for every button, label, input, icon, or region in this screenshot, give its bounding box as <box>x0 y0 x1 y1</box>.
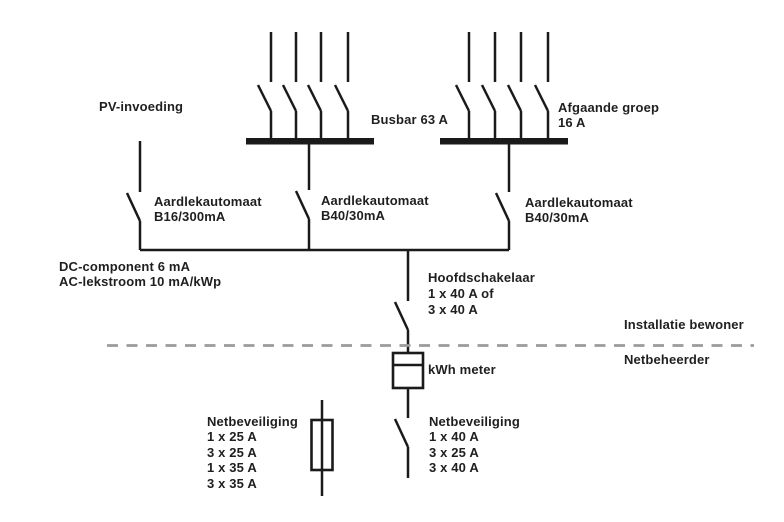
feeder-breaker-icon <box>333 32 350 139</box>
main-switch-label: Hoofdschakelaar 1 x 40 A of 3 x 40 A <box>428 270 536 317</box>
rcbo-right-symbol <box>494 144 511 250</box>
rcbo-pv-label: Aardlekautomaat B16/300mA <box>154 194 262 225</box>
feeder-breaker-icon <box>533 32 550 139</box>
feeder-breaker-icon <box>281 32 298 139</box>
grid-fuse-symbol <box>310 400 334 496</box>
rcbo-pv-symbol <box>125 141 142 250</box>
grid-fuse-label: Netbeveiliging 1 x 25 A 3 x 25 A 1 x 35 … <box>207 414 298 491</box>
main-switch-symbol <box>393 250 410 353</box>
feeder-breaker-icon <box>306 32 323 139</box>
pv-feed-label: PV-invoeding <box>99 99 184 114</box>
rcbo-mid-symbol <box>294 144 311 250</box>
feeder-breaker-icon <box>454 32 471 139</box>
feeder-breaker-icon <box>480 32 497 139</box>
feeder-breaker-icon <box>506 32 523 139</box>
outgoing-group-label: Afgaande groep 16 A <box>558 100 660 131</box>
kwh-meter-symbol <box>391 351 425 390</box>
grid-breaker-symbol <box>393 388 410 478</box>
feeder-breaker-icon <box>256 32 273 139</box>
grid-breaker-label: Netbeveiliging 1 x 40 A 3 x 25 A 3 x 40 … <box>429 414 520 476</box>
kwh-meter-label: kWh meter <box>428 362 496 377</box>
busbar-right-group <box>440 32 568 145</box>
busbar-left-bar <box>246 138 374 145</box>
busbar-left-group <box>246 32 374 145</box>
rcbo-right-label: Aardlekautomaat B40/30mA <box>525 195 633 226</box>
busbar-right-bar <box>440 138 568 145</box>
leakage-note: DC-component 6 mA AC-lekstroom 10 mA/kWp <box>59 259 222 290</box>
zone-installatie-label: Installatie bewoner <box>624 317 744 332</box>
busbar-label: Busbar 63 A <box>371 112 449 127</box>
zone-netbeheerder-label: Netbeheerder <box>624 352 710 367</box>
rcbo-mid-label: Aardlekautomaat B40/30mA <box>321 193 429 224</box>
